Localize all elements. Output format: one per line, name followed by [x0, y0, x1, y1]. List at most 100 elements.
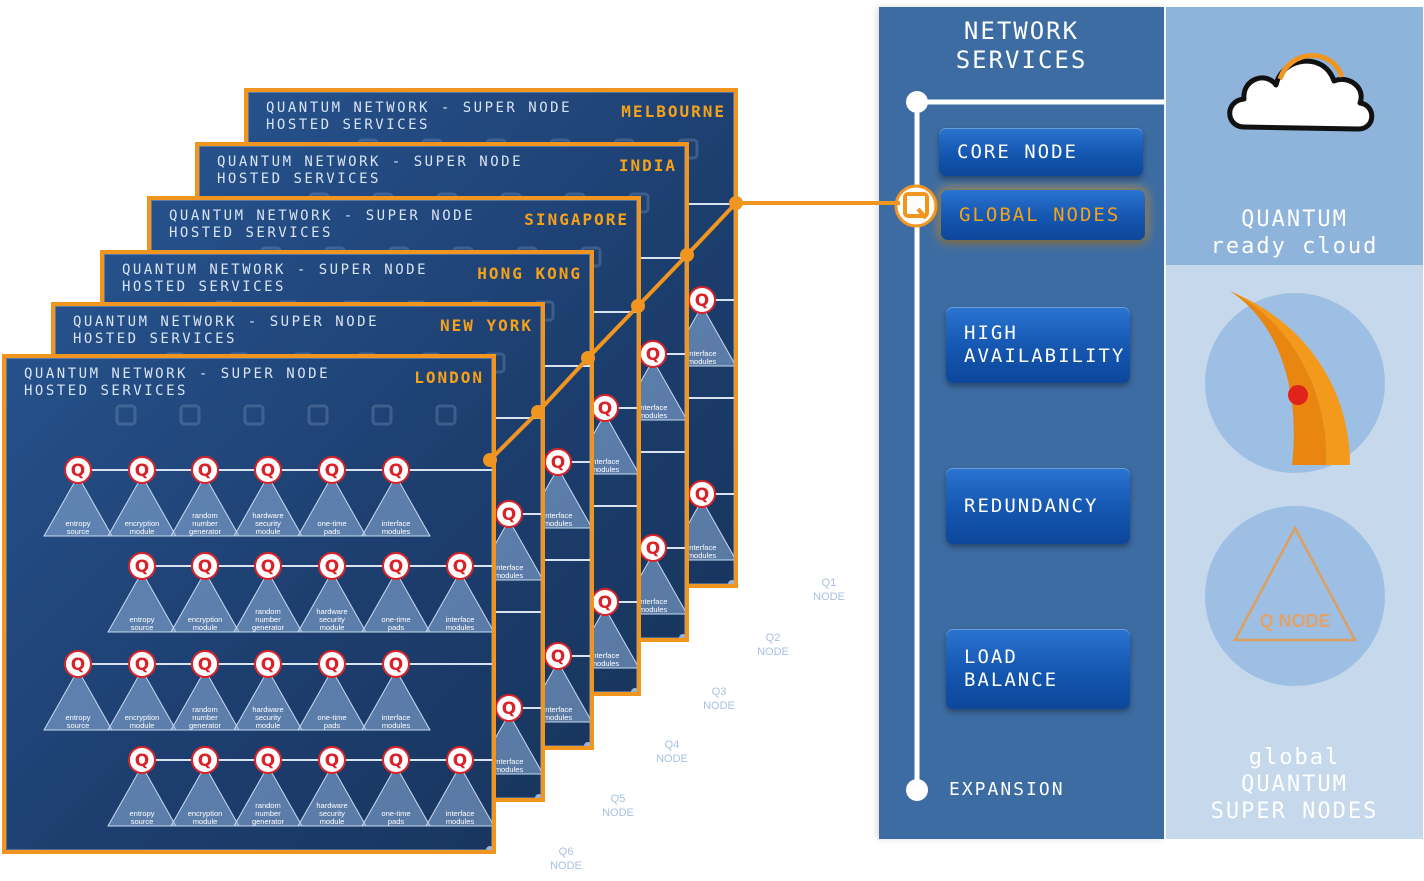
trunk-top-dot — [906, 91, 928, 113]
q-node-icon — [371, 404, 393, 426]
row-endpoint-dot — [541, 608, 545, 616]
panel-title-line1: QUANTUM NETWORK - SUPER NODE — [266, 100, 573, 116]
panel-title-line2: HOSTED SERVICES — [122, 279, 286, 295]
expansion-label: EXPANSION — [949, 779, 1065, 800]
q-glyph: Q — [598, 593, 612, 613]
q-glyph: Q — [198, 655, 212, 675]
q-node-icon — [128, 456, 156, 484]
bottom-label-line1: global — [1248, 745, 1341, 770]
q-node-icon — [894, 184, 938, 228]
panel-corner-dot — [584, 742, 590, 746]
panel-title-line1: QUANTUM NETWORK - SUPER NODE — [73, 314, 380, 330]
panel-title-line2: HOSTED SERVICES — [73, 331, 237, 347]
q-node-icon — [115, 404, 137, 426]
module-triangle-icon — [297, 668, 367, 731]
q-node-icon — [64, 456, 92, 484]
layer-label-node: NODE — [602, 807, 634, 819]
layer-label-node: NODE — [757, 646, 789, 658]
q-glyph: Q — [551, 647, 565, 667]
swoosh-logo-icon — [1230, 291, 1350, 465]
q-node-icon — [191, 456, 219, 484]
q-node-icon — [318, 456, 346, 484]
module-triangle-icon — [107, 474, 177, 537]
panel-title-line1: QUANTUM NETWORK - SUPER NODE — [217, 154, 524, 170]
panel-title-line2: HOSTED SERVICES — [217, 171, 381, 187]
row-endpoint-dot — [492, 562, 496, 570]
q-node-icon — [318, 552, 346, 580]
layer-label-node: NODE — [813, 591, 845, 603]
redundancy-button[interactable]: REDUNDANCY — [946, 468, 1130, 544]
layer-label-q: Q3 — [711, 686, 727, 698]
q-glyph: Q — [325, 655, 339, 675]
module-triangle-icon — [43, 668, 113, 731]
module-triangle-icon — [361, 570, 431, 633]
global-nodes-button[interactable]: GLOBAL NODES — [941, 190, 1145, 240]
services-title-line2: SERVICES — [955, 46, 1088, 74]
q-glyph: Q — [198, 751, 212, 771]
q-glyph: Q — [261, 655, 275, 675]
q-glyph: Q — [325, 751, 339, 771]
row-endpoint-dot — [685, 350, 689, 358]
module-triangle-icon — [361, 474, 431, 537]
panel-corner-dot — [728, 580, 734, 584]
row-endpoint-dot — [541, 704, 545, 712]
cloud-icon — [1227, 53, 1375, 132]
row-endpoint-dot — [590, 556, 594, 564]
row-endpoint-dot — [492, 756, 496, 764]
row-endpoint-dot — [492, 466, 496, 474]
bottom-label-line2: QUANTUM — [1241, 772, 1348, 797]
q-node-icon — [191, 746, 219, 774]
panel-title-line2: HOSTED SERVICES — [266, 117, 430, 133]
row-endpoint-dot — [734, 296, 738, 304]
q-node-icon — [382, 746, 410, 774]
q-node-icon — [128, 552, 156, 580]
row-endpoint-dot — [590, 362, 594, 370]
q-node-icon — [495, 694, 523, 722]
q-glyph: Q — [135, 461, 149, 481]
module-triangle-icon — [297, 764, 367, 827]
module-triangle-icon — [107, 764, 177, 827]
q-glyph: Q — [71, 461, 85, 481]
q-glyph: Q — [389, 655, 403, 675]
q-node-icon — [318, 650, 346, 678]
q-glyph: Q — [389, 557, 403, 577]
q-node-icon — [382, 650, 410, 678]
module-triangle-icon — [425, 570, 492, 633]
module-triangle-icon — [233, 764, 303, 827]
module-triangle-icon — [297, 570, 367, 633]
quantum-cloud-column: QUANTUM ready cloud Q NODE global QUANTU… — [1166, 7, 1423, 839]
q-glyph: Q — [325, 557, 339, 577]
core-node-button[interactable]: CORE NODE — [939, 128, 1143, 176]
trunk-bottom-dot — [906, 779, 928, 801]
module-triangle-icon — [233, 570, 303, 633]
q-node-icon — [446, 552, 474, 580]
layer-label-node: NODE — [656, 753, 688, 765]
services-title-line1: NETWORK — [963, 17, 1080, 45]
q-node-triangle-icon — [1232, 525, 1358, 642]
layer-label-node: NODE — [550, 860, 582, 872]
